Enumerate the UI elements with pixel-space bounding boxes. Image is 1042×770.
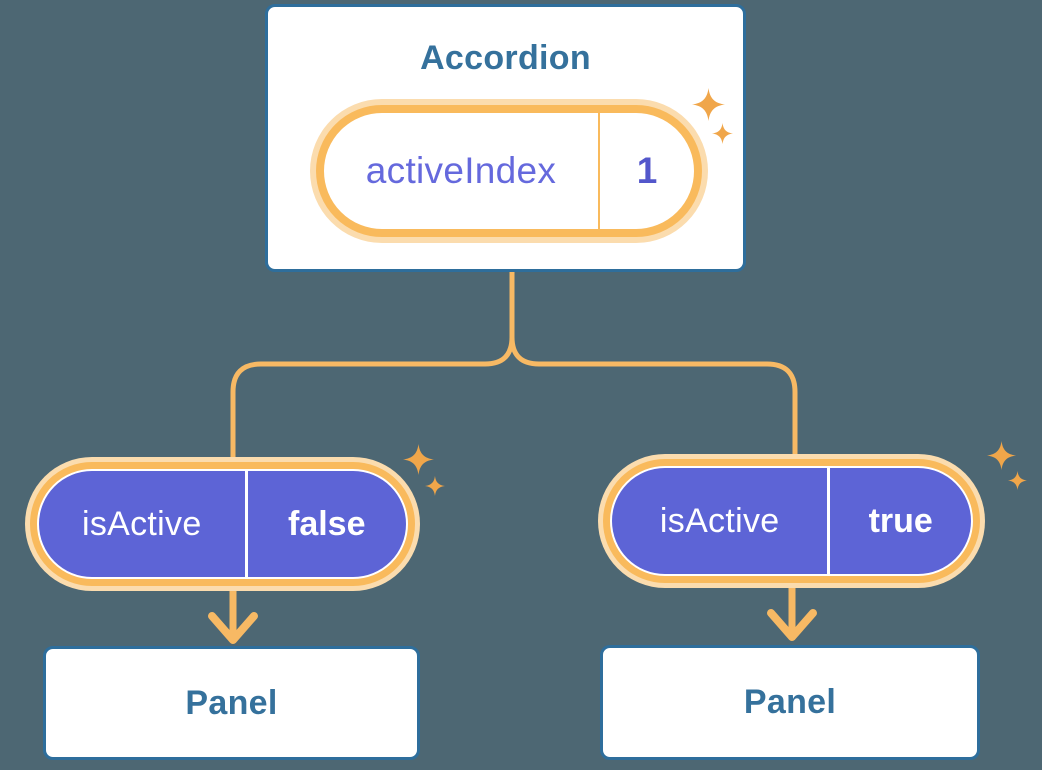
prop-pill-isactive-true: isActive true	[603, 459, 980, 583]
panel-component-card-right: Panel	[600, 645, 980, 760]
state-name-label: activeIndex	[365, 150, 557, 191]
pill-divider	[827, 468, 831, 574]
component-title: Accordion	[420, 39, 591, 77]
arrow-down-icon	[208, 585, 258, 644]
sparkle-icon	[987, 441, 1027, 490]
connector-left	[230, 272, 515, 460]
component-title: Panel	[185, 683, 278, 722]
connector-right	[509, 272, 798, 457]
sparkle-icon	[692, 88, 733, 144]
state-value: 1	[636, 150, 658, 191]
component-title: Panel	[743, 683, 837, 721]
sparkle-icon	[403, 444, 445, 496]
prop-value: true	[868, 501, 933, 540]
prop-name-label: isActive	[659, 501, 780, 540]
prop-value: false	[288, 504, 366, 543]
pill-divider	[244, 471, 248, 577]
pill-divider	[598, 113, 600, 229]
panel-component-card-left: Panel	[43, 646, 420, 760]
state-pill-activeindex: activeIndex 1	[316, 105, 702, 237]
prop-name-label: isActive	[81, 504, 202, 543]
accordion-component-card: Accordion activeIndex 1	[265, 4, 746, 272]
arrow-down-icon	[767, 582, 817, 641]
prop-pill-isactive-false: isActive false	[30, 462, 415, 586]
